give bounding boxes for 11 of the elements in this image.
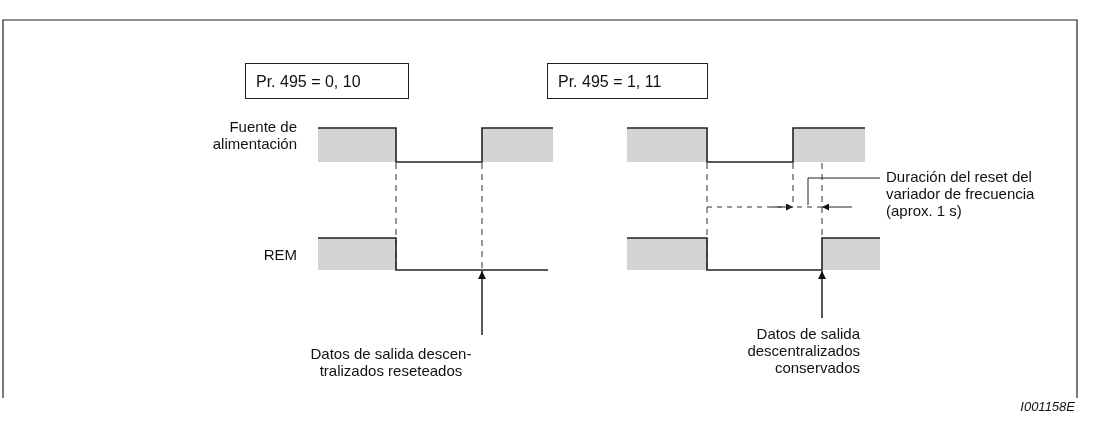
signal-label: Fuente de alimentación <box>211 118 297 152</box>
annotation-text: Datos de salida descentralizados conservados <box>720 325 860 376</box>
annotation-text: Datos de salida descen- tralizados reseteados <box>296 345 486 379</box>
arrow <box>478 270 486 336</box>
leader-line <box>807 177 881 206</box>
arrow <box>818 270 826 319</box>
parameter-box: Pr. 495 = 0, 10 <box>245 63 409 99</box>
figure-id: I001158E <box>1019 398 1075 415</box>
signal-label: REM <box>262 246 297 263</box>
parameter-box: Pr. 495 = 1, 11 <box>547 63 708 99</box>
annotation-text: Duración del reset del variador de frecuencia (aprox. 1 s) <box>886 168 1061 219</box>
